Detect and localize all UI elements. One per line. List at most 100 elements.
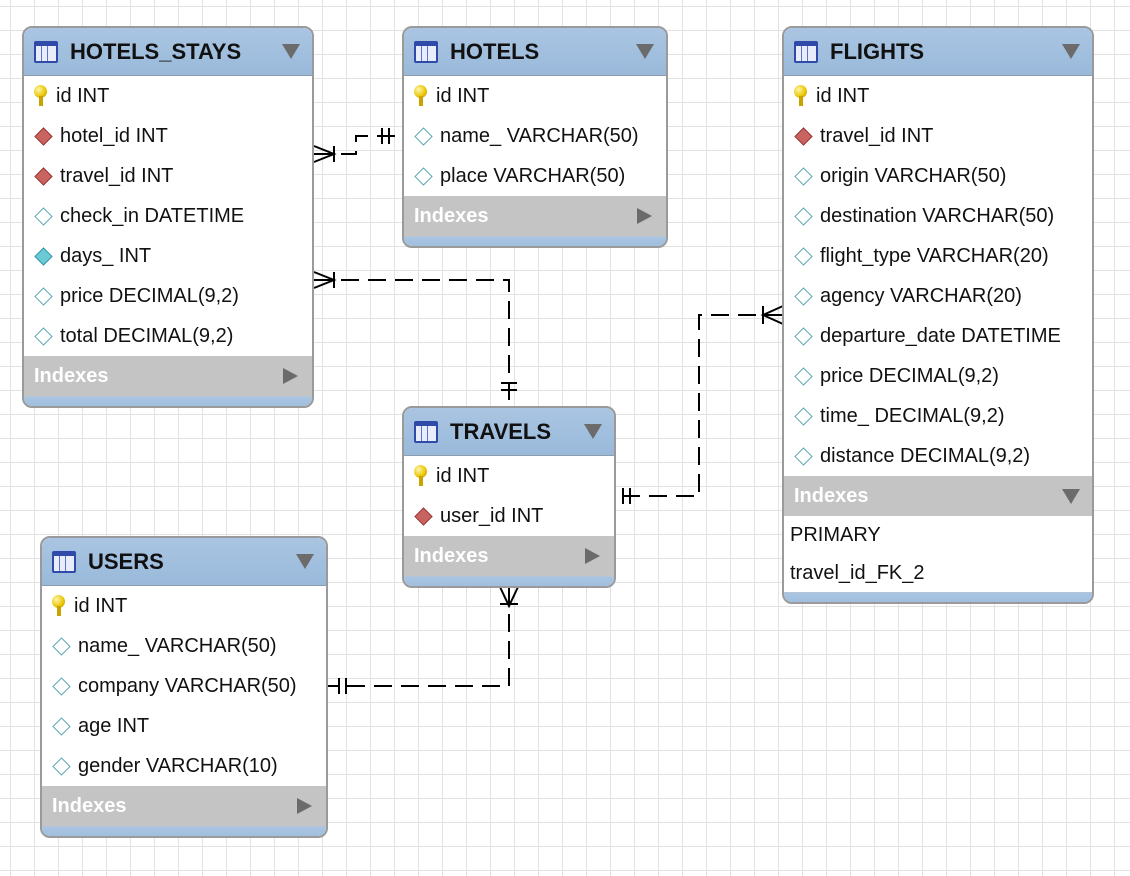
column-row[interactable]: flight_type VARCHAR(20)	[784, 236, 1092, 276]
column-icon	[52, 756, 71, 776]
table-header[interactable]: HOTELS_STAYS	[24, 28, 312, 76]
column-label: destination VARCHAR(50)	[820, 204, 1055, 227]
primary-key-icon	[34, 85, 48, 107]
column-icon	[794, 366, 813, 386]
foreign-key-icon	[34, 126, 53, 146]
crowfoot-hotels-stays-hotels	[313, 145, 337, 163]
foreign-key-icon	[794, 126, 813, 146]
table-hotels-stays[interactable]: HOTELS_STAYS id INT hotel_id INT travel_…	[22, 26, 314, 408]
column-row[interactable]: travel_id INT	[784, 116, 1092, 156]
column-row[interactable]: days_ INT	[24, 236, 312, 276]
expand-arrow-icon[interactable]	[585, 548, 600, 564]
collapse-arrow-icon[interactable]	[1062, 488, 1080, 504]
table-footer	[404, 576, 614, 586]
column-row[interactable]: time_ DECIMAL(9,2)	[784, 396, 1092, 436]
table-users[interactable]: USERS id INT name_ VARCHAR(50) company V…	[40, 536, 328, 838]
collapse-caret-icon[interactable]	[296, 554, 314, 569]
indexes-label: Indexes	[794, 484, 869, 507]
column-row[interactable]: id INT	[784, 76, 1092, 116]
column-row[interactable]: travel_id INT	[24, 156, 312, 196]
column-label: travel_id INT	[60, 164, 174, 187]
column-row[interactable]: place VARCHAR(50)	[404, 156, 666, 196]
indexes-label: Indexes	[414, 204, 489, 227]
column-label: flight_type VARCHAR(20)	[820, 244, 1049, 267]
column-label: age INT	[78, 714, 150, 737]
column-row[interactable]: price DECIMAL(9,2)	[784, 356, 1092, 396]
crowfoot-travels-users	[499, 586, 519, 609]
indexes-bar[interactable]: Indexes	[24, 356, 312, 396]
column-label: distance DECIMAL(9,2)	[820, 444, 1031, 467]
column-row[interactable]: id INT	[42, 586, 326, 626]
column-label: travel_id INT	[820, 124, 934, 147]
indexes-bar[interactable]: Indexes	[404, 536, 614, 576]
column-icon	[794, 326, 813, 346]
column-label: price DECIMAL(9,2)	[820, 364, 999, 387]
table-hotels[interactable]: HOTELS id INT name_ VARCHAR(50) place VA…	[402, 26, 668, 248]
table-icon	[414, 40, 438, 63]
column-row[interactable]: total DECIMAL(9,2)	[24, 316, 312, 356]
column-row[interactable]: origin VARCHAR(50)	[784, 156, 1092, 196]
column-row[interactable]: agency VARCHAR(20)	[784, 276, 1092, 316]
table-header[interactable]: TRAVELS	[404, 408, 614, 456]
column-label: departure_date DATETIME	[820, 324, 1061, 347]
table-flights[interactable]: FLIGHTS id INT travel_id INT origin VARC…	[782, 26, 1094, 604]
column-icon	[52, 676, 71, 696]
table-title: USERS	[88, 548, 164, 574]
table-header[interactable]: USERS	[42, 538, 326, 586]
one-mark-travels-top	[501, 382, 517, 391]
column-row[interactable]: name_ VARCHAR(50)	[42, 626, 326, 666]
collapse-caret-icon[interactable]	[1062, 44, 1080, 59]
collapse-caret-icon[interactable]	[636, 44, 654, 59]
indexes-label: Indexes	[34, 364, 109, 387]
column-row[interactable]: departure_date DATETIME	[784, 316, 1092, 356]
one-mark-users	[338, 678, 347, 694]
column-row[interactable]: id INT	[404, 456, 614, 496]
indexes-label: Indexes	[414, 544, 489, 567]
column-row[interactable]: id INT	[24, 76, 312, 116]
table-icon	[794, 40, 818, 63]
index-item[interactable]: travel_id_FK_2	[790, 561, 925, 584]
collapse-caret-icon[interactable]	[282, 44, 300, 59]
expand-arrow-icon[interactable]	[637, 208, 652, 224]
column-label: id INT	[436, 84, 490, 107]
column-label: origin VARCHAR(50)	[820, 164, 1007, 187]
column-row[interactable]: price DECIMAL(9,2)	[24, 276, 312, 316]
relationship-hotels-stays-travels	[314, 279, 510, 406]
column-row[interactable]: id INT	[404, 76, 666, 116]
indexes-bar[interactable]: Indexes	[42, 786, 326, 826]
indexes-bar[interactable]: Indexes	[404, 196, 666, 236]
table-travels[interactable]: TRAVELS id INT user_id INT Indexes	[402, 406, 616, 588]
column-row[interactable]: name_ VARCHAR(50)	[404, 116, 666, 156]
not-null-column-icon	[34, 246, 53, 266]
expand-arrow-icon[interactable]	[297, 798, 312, 814]
column-row[interactable]: user_id INT	[404, 496, 614, 536]
table-footer	[42, 826, 326, 836]
column-icon	[34, 326, 53, 346]
primary-key-icon	[414, 465, 428, 487]
table-header[interactable]: FLIGHTS	[784, 28, 1092, 76]
column-label: company VARCHAR(50)	[78, 674, 297, 697]
column-row[interactable]: company VARCHAR(50)	[42, 666, 326, 706]
relationship-flights-travels	[616, 314, 783, 497]
table-title: HOTELS	[450, 38, 540, 64]
crowfoot-hotels-stays-travels	[313, 271, 337, 289]
column-icon	[794, 246, 813, 266]
index-item[interactable]: PRIMARY	[790, 523, 881, 546]
primary-key-icon	[414, 85, 428, 107]
column-row[interactable]: check_in DATETIME	[24, 196, 312, 236]
column-row[interactable]: age INT	[42, 706, 326, 746]
column-icon	[794, 446, 813, 466]
table-header[interactable]: HOTELS	[404, 28, 666, 76]
column-row[interactable]: hotel_id INT	[24, 116, 312, 156]
column-row[interactable]: distance DECIMAL(9,2)	[784, 436, 1092, 476]
expand-arrow-icon[interactable]	[283, 368, 298, 384]
one-mark-travels-right	[622, 488, 631, 504]
column-row[interactable]: destination VARCHAR(50)	[784, 196, 1092, 236]
column-label: name_ VARCHAR(50)	[440, 124, 639, 147]
indexes-bar[interactable]: Indexes	[784, 476, 1092, 516]
column-row[interactable]: gender VARCHAR(10)	[42, 746, 326, 786]
collapse-caret-icon[interactable]	[584, 424, 602, 439]
column-label: place VARCHAR(50)	[440, 164, 626, 187]
table-title: FLIGHTS	[830, 38, 925, 64]
